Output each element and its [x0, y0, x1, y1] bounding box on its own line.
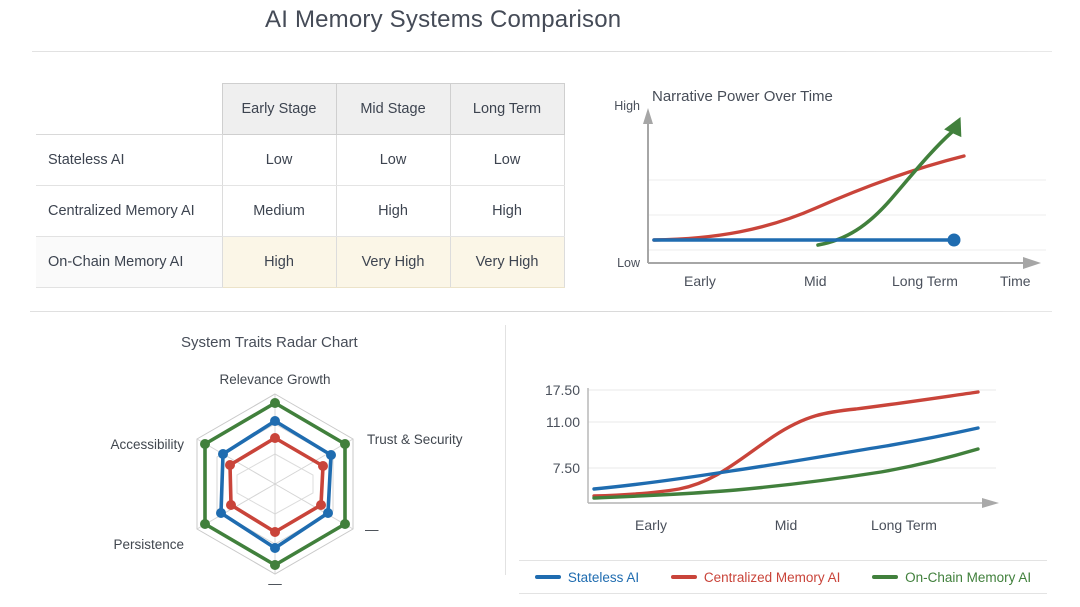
- narrative-x-axis-label: Time: [1000, 273, 1031, 289]
- section-divider: [30, 311, 1052, 312]
- radar-axis-label-trust-security: Trust & Security: [367, 432, 463, 447]
- table-row-highlighted: On-Chain Memory AI High Very High Very H…: [36, 236, 565, 288]
- column-header-long: Long Term: [449, 83, 565, 135]
- comparison-table: Early Stage Mid Stage Long Term Stateles…: [36, 83, 565, 288]
- cell-onchain-long: Very High: [449, 236, 565, 288]
- cell-centralized-long: High: [449, 185, 565, 237]
- radar-axis-label-accessibility: Accessibility: [110, 437, 184, 452]
- cell-centralized-mid: High: [335, 185, 451, 237]
- cell-onchain-mid: Very High: [335, 236, 451, 288]
- row-label-onchain: On-Chain Memory AI: [36, 236, 222, 288]
- narrative-y-low-label: Low: [617, 256, 641, 270]
- table-header: Early Stage Mid Stage Long Term: [36, 83, 565, 135]
- trend-line-onchain: [592, 447, 980, 500]
- comparison-matrix: Early Stage Mid Stage Long Term Stateles…: [36, 83, 565, 288]
- trend-y-tick-1100: 11.00: [546, 414, 580, 430]
- radar-chart: Relevance Growth Trust & Security — — Pe…: [60, 362, 480, 597]
- narrative-arrow-head-onchain: [944, 116, 962, 138]
- radar-points-centralized: [225, 433, 328, 537]
- cell-stateless-long: Low: [449, 134, 565, 186]
- narrative-gridlines: [648, 179, 1046, 251]
- header-divider: [32, 51, 1052, 52]
- narrative-chart-title: Narrative Power Over Time: [652, 88, 833, 105]
- narrative-endpoint-marker: [947, 233, 961, 247]
- cell-stateless-early: Low: [221, 134, 337, 186]
- table-row: Stateless AI Low Low Low: [36, 134, 565, 186]
- legend-item-onchain[interactable]: On-Chain Memory AI: [872, 570, 1031, 585]
- legend-item-stateless[interactable]: Stateless AI: [534, 569, 640, 585]
- trend-x-tick-long: Long Term: [871, 517, 937, 533]
- trend-axes: [587, 388, 999, 508]
- narrative-x-tick-long: Long Term: [892, 273, 958, 289]
- column-header-early: Early Stage: [221, 83, 337, 135]
- cell-centralized-early: Medium: [221, 185, 337, 237]
- trend-line-centralized: [592, 390, 980, 498]
- page-title: AI Memory Systems Comparison: [265, 6, 622, 33]
- narrative-line-onchain: [816, 130, 954, 247]
- panel-vertical-divider: [505, 325, 506, 575]
- trend-x-tick-early: Early: [635, 517, 667, 533]
- legend-label-onchain: On-Chain Memory AI: [905, 569, 1032, 585]
- narrative-axes: [643, 108, 1041, 269]
- table-corner-cell: [36, 83, 222, 135]
- trend-y-tick-1750: 17.50: [545, 382, 580, 398]
- trend-line-stateless: [592, 426, 980, 491]
- cell-stateless-mid: Low: [335, 134, 451, 186]
- table-body: Stateless AI Low Low Low Centralized Mem…: [36, 134, 565, 288]
- legend-swatch-icon: [534, 575, 561, 579]
- radar-points-onchain: [200, 398, 350, 570]
- trend-chart: 17.50 11.00 7.50 Early Mid Long Term: [516, 370, 1036, 555]
- radar-axis-label-relevance-growth: Relevance Growth: [219, 372, 330, 387]
- chart-legend: Stateless AI Centralized Memory AI On-Ch…: [519, 560, 1047, 594]
- legend-item-centralized[interactable]: Centralized Memory AI: [670, 569, 841, 585]
- trend-chart-svg: 17.50 11.00 7.50 Early Mid Long Term: [545, 382, 999, 533]
- trend-y-tick-750: 7.50: [553, 460, 580, 476]
- trend-x-tick-mid: Mid: [775, 517, 798, 533]
- radar-chart-title: System Traits Radar Chart: [181, 334, 358, 351]
- radar-points-stateless: [216, 416, 336, 553]
- row-label-stateless: Stateless AI: [36, 134, 222, 186]
- radar-chart-svg: Relevance Growth Trust & Security — — Pe…: [110, 372, 463, 591]
- narrative-x-tick-early: Early: [684, 273, 716, 289]
- narrative-chart-svg: High Low Early Mid Long Term Time: [614, 99, 1046, 289]
- narrative-chart: High Low Early Mid Long Term Time: [596, 80, 1056, 310]
- radar-axis-label-unlabeled-bottom: —: [268, 576, 282, 591]
- radar-axis-label-unlabeled-right: —: [365, 522, 379, 537]
- row-label-centralized: Centralized Memory AI: [36, 185, 222, 237]
- legend-swatch-icon: [670, 575, 697, 579]
- legend-label-centralized: Centralized Memory AI: [703, 569, 841, 585]
- legend-swatch-icon: [872, 575, 899, 579]
- narrative-y-high-label: High: [614, 99, 640, 113]
- radar-axis-label-persistence: Persistence: [113, 537, 184, 552]
- table-row: Centralized Memory AI Medium High High: [36, 185, 565, 237]
- column-header-mid: Mid Stage: [335, 83, 451, 135]
- trend-gridlines: [588, 389, 996, 469]
- legend-label-stateless: Stateless AI: [567, 569, 640, 585]
- table-header-row: Early Stage Mid Stage Long Term: [36, 83, 565, 135]
- cell-onchain-early: High: [221, 236, 337, 288]
- narrative-x-tick-mid: Mid: [804, 273, 827, 289]
